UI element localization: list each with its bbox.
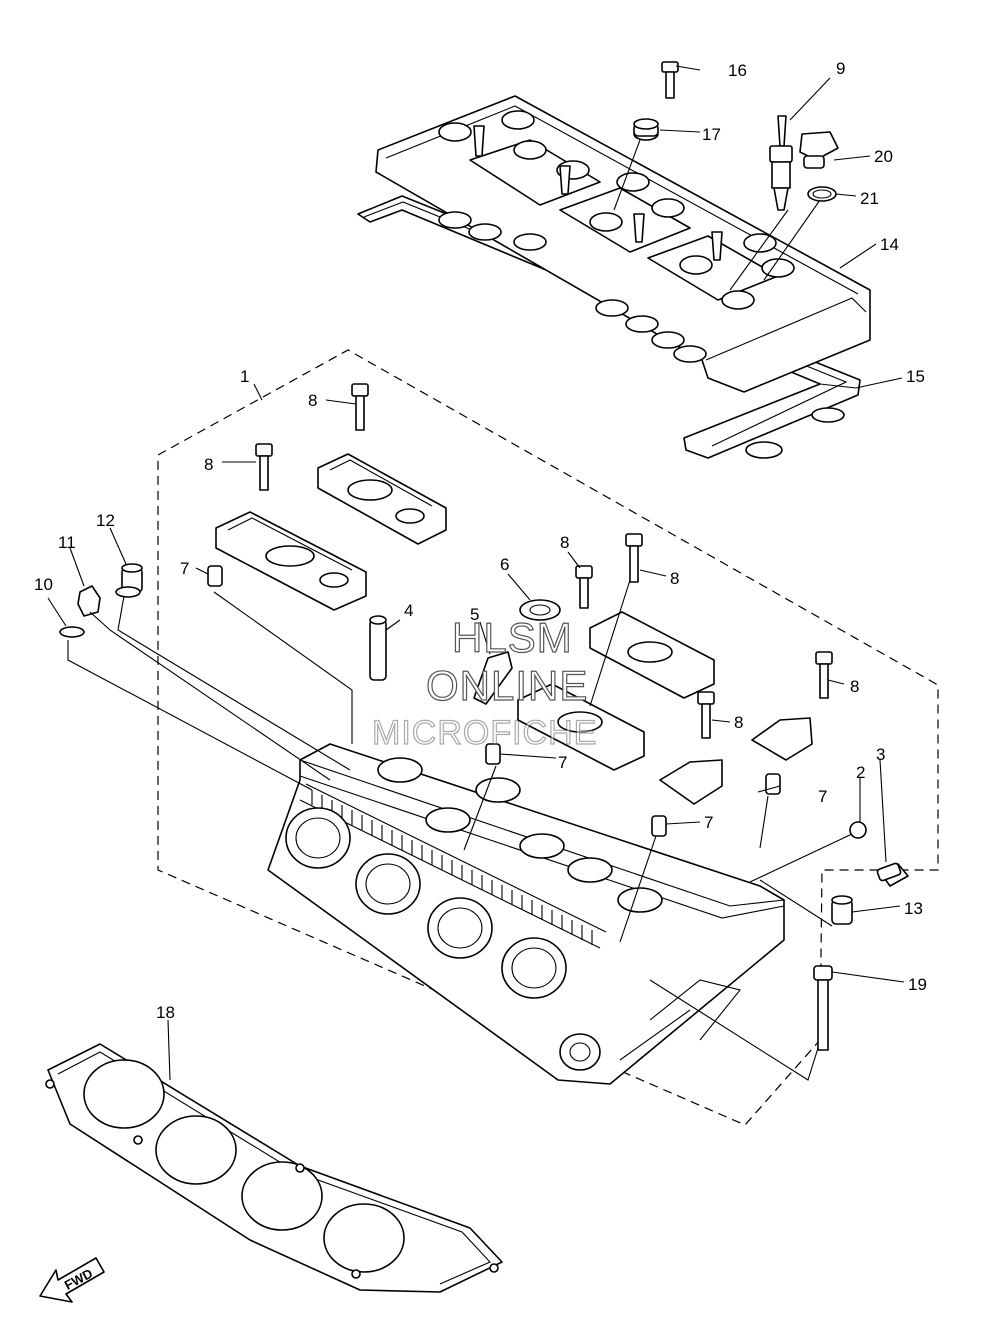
callout-6: 6: [500, 555, 509, 574]
callout-7-d: 7: [704, 813, 713, 832]
watermark-line-1: HLSM: [452, 614, 573, 661]
part-21-o-ring: [807, 186, 837, 202]
callout-19: 19: [908, 975, 927, 994]
callout-9: 9: [836, 59, 845, 78]
bolt-8-e: [815, 651, 833, 699]
callout-7-a: 7: [180, 559, 189, 578]
part-16-bolt: [661, 61, 679, 99]
cam-cap-center-right: [589, 611, 715, 699]
cam-cap-small-right: [659, 717, 813, 805]
part-2-washer: [849, 821, 867, 839]
callout-7-b: 7: [558, 753, 567, 772]
callout-13: 13: [904, 899, 923, 918]
callout-5: 5: [470, 605, 479, 624]
cylinder-head: [267, 743, 785, 1085]
assembly-boundary-dashed: [157, 349, 939, 1126]
forward-direction-arrow: FWD: [39, 1257, 105, 1303]
dowel-7-c: [765, 773, 781, 795]
watermark-line-3: MICROFICHE: [372, 714, 597, 752]
callout-18: 18: [156, 1003, 175, 1022]
callout-16: 16: [728, 61, 747, 80]
part-4-valve-guide: [369, 615, 387, 681]
part-12-cap: [115, 563, 143, 598]
bolt-8-f: [697, 691, 715, 739]
part-6-seal: [519, 599, 561, 621]
callout-2: 2: [856, 763, 865, 782]
callout-3: 3: [876, 745, 885, 764]
callout-11: 11: [58, 533, 76, 552]
fwd-label: FWD: [62, 1266, 95, 1293]
callout-17: 17: [702, 125, 721, 144]
bolt-8-a: [351, 383, 369, 431]
part-20-sensor: [799, 131, 839, 169]
callout-15: 15: [906, 367, 925, 386]
part-13-plug: [831, 895, 853, 925]
part-9-spark-plug: [769, 115, 793, 211]
callout-12: 12: [96, 511, 115, 530]
callout-8-e: 8: [850, 677, 859, 696]
part-5-stem-seal: [473, 651, 513, 705]
port-3: [427, 897, 493, 959]
callout-1: 1: [240, 367, 249, 386]
port-1: [285, 807, 351, 869]
callout-8-c: 8: [560, 533, 569, 552]
part-3-bolt: [876, 862, 909, 887]
cam-cap-left: [215, 511, 367, 611]
part-17-grommet: [633, 118, 659, 141]
dowel-7-a: [207, 565, 223, 587]
dowel-7-d: [651, 815, 667, 837]
bolt-8-d: [625, 533, 643, 583]
callout-8-a: 8: [308, 391, 317, 410]
part-10-washer: [59, 626, 85, 638]
watermark: HLSM ONLINE MICROFICHE: [371, 613, 597, 752]
part-18-head-gasket: [45, 1043, 503, 1293]
callout-8-f: 8: [734, 713, 743, 732]
callout-8-b: 8: [204, 455, 213, 474]
head-fin-band: [299, 783, 607, 949]
part-14-valve-cover: [375, 95, 871, 393]
callout-14: 14: [880, 235, 899, 254]
bolt-8-b: [255, 443, 273, 491]
watermark-line-2: ONLINE: [426, 662, 588, 709]
callout-8-d: 8: [670, 569, 679, 588]
callout-10: 10: [34, 575, 53, 594]
port-4: [501, 937, 567, 999]
bolt-8-c: [575, 565, 593, 609]
part-19-head-bolt: [813, 965, 833, 1051]
callout-7-c: 7: [818, 787, 827, 806]
cam-cap-upper-left: [317, 453, 447, 545]
callout-20: 20: [874, 147, 893, 166]
callout-labels: 1 2 3 4 5 6 7 7 7 7 8 8 8 8 8 8 9 10 11 …: [34, 59, 927, 1022]
port-2: [355, 853, 421, 915]
leader-lines: [47, 65, 905, 1081]
callout-21: 21: [860, 189, 879, 208]
callout-4: 4: [404, 601, 413, 620]
part-11-nut: [77, 585, 101, 617]
cam-cap-center: [517, 683, 645, 771]
